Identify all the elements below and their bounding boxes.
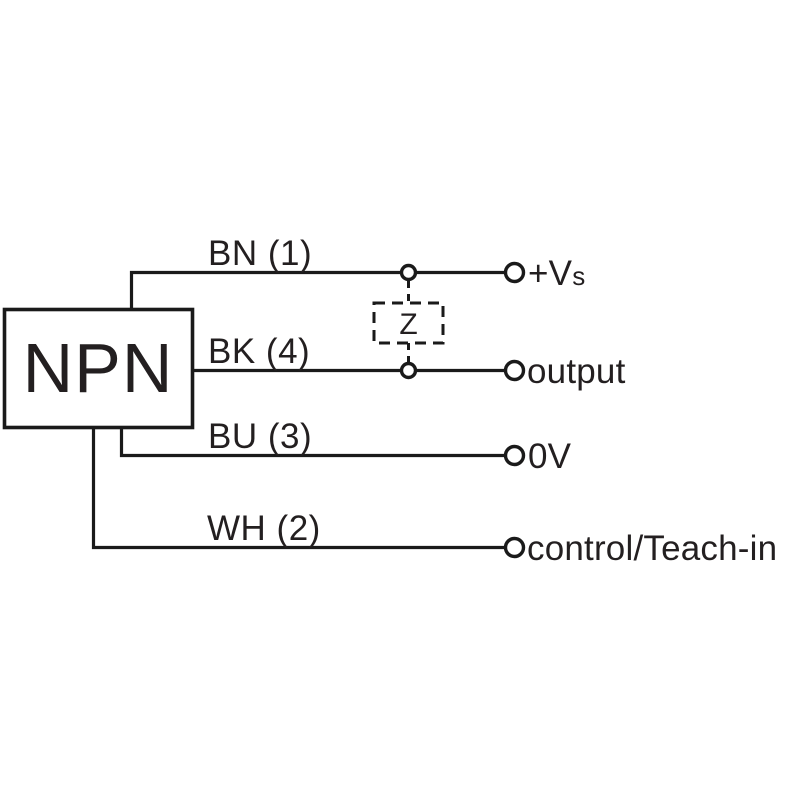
sensor-block-outline (2, 307, 195, 430)
sensor-block-label: NPN (23, 329, 174, 407)
terminal-label-vs: +Vs (528, 254, 585, 293)
terminal-label-0v: 0V (528, 437, 572, 476)
wire-label-bu: BU (3) (208, 417, 312, 456)
zener-box-outline (372, 301, 445, 345)
junction-node-output (399, 361, 418, 380)
wire-label-bn: BN (1) (208, 234, 312, 273)
junction-node-vs (399, 263, 418, 282)
terminal-label-control: control/Teach-in (527, 529, 777, 568)
zener-label: Z (399, 308, 417, 341)
terminal-circle-0v[interactable] (503, 444, 526, 467)
wire-bn-path (129, 270, 508, 312)
wire-bu-path (119, 425, 508, 458)
wire-label-wh: WH (2) (207, 509, 321, 548)
terminal-label-vs-main: +V (528, 254, 573, 293)
wire-label-bk: BK (4) (208, 332, 310, 371)
terminal-circle-output[interactable] (503, 359, 526, 382)
terminal-circle-vs[interactable] (503, 261, 526, 284)
terminal-label-output: output (527, 352, 626, 391)
terminal-circle-control[interactable] (503, 536, 526, 559)
wire-wh-path (91, 425, 508, 550)
terminal-label-vs-sub: s (572, 261, 585, 291)
